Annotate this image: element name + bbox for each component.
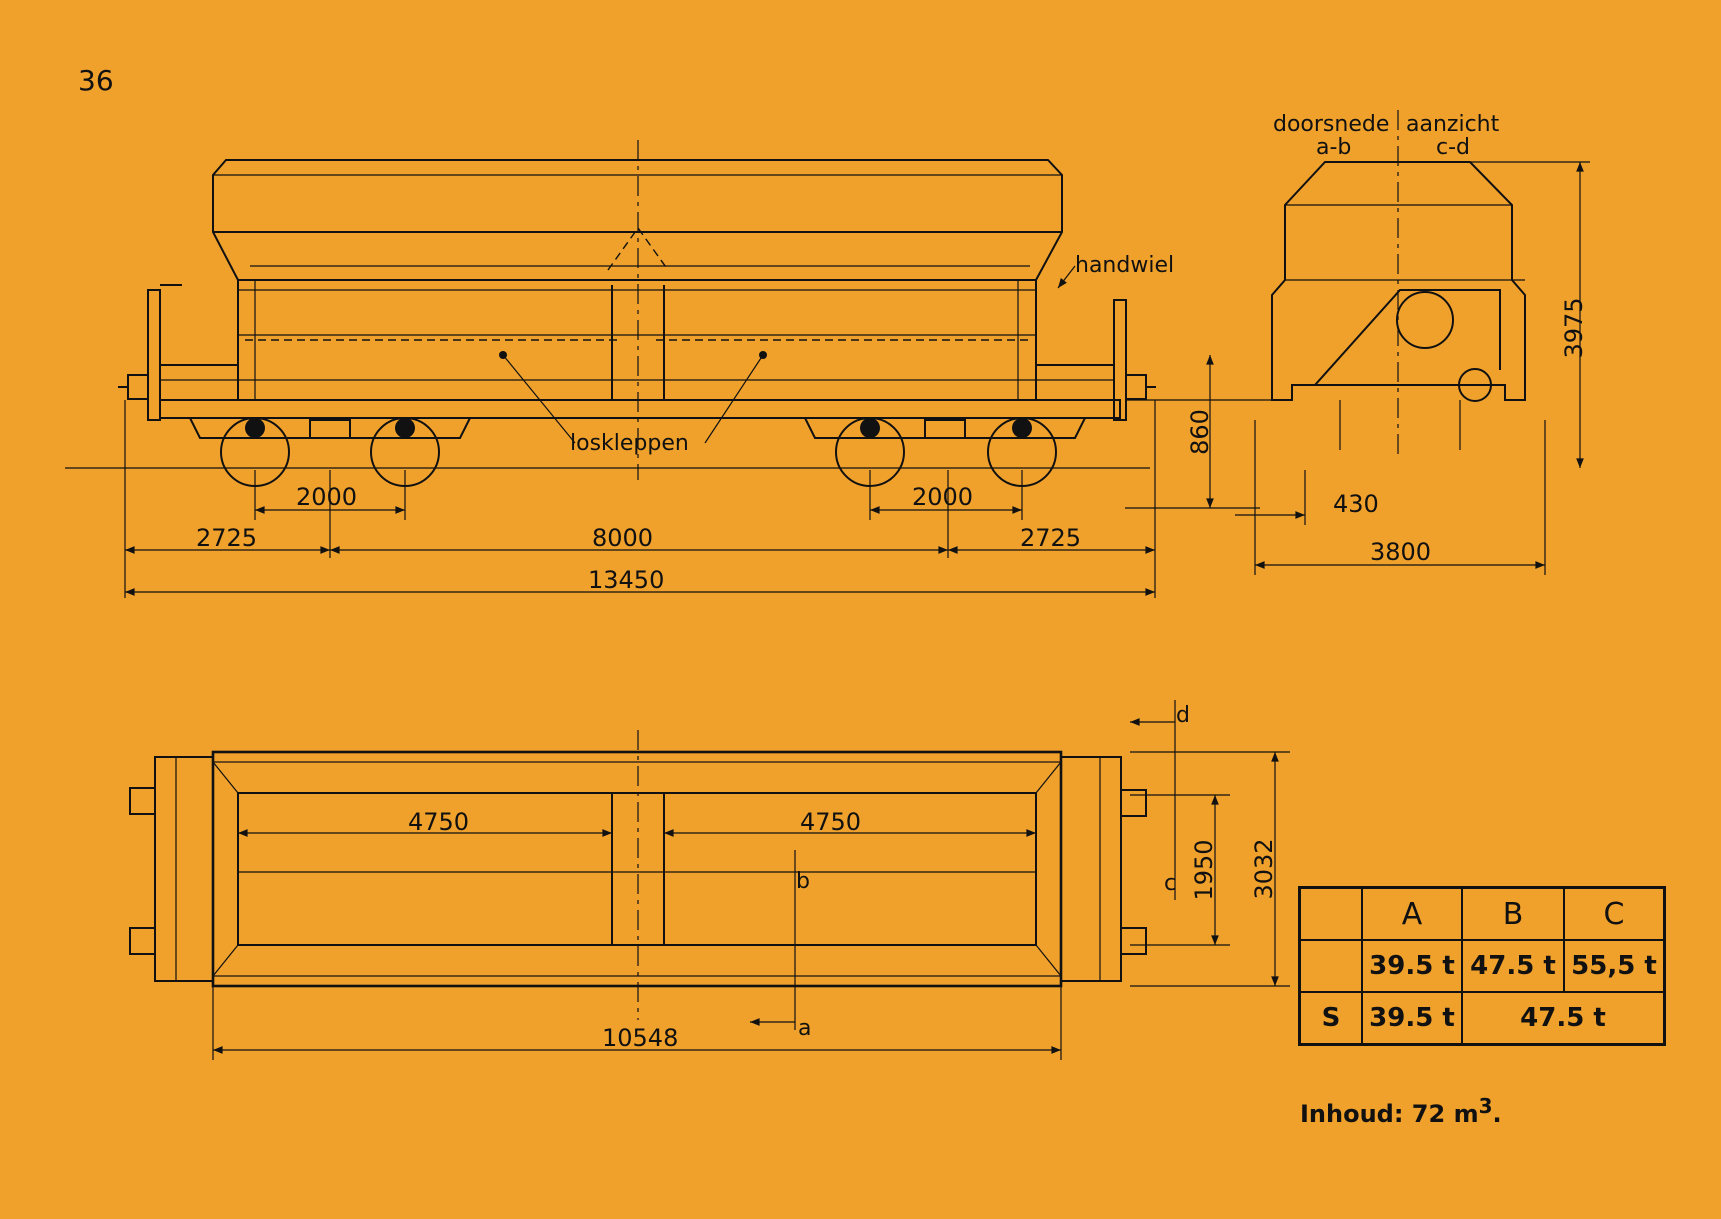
col-header-c: C [1563,886,1666,941]
plan-end-platform-left [154,756,214,982]
cell-c-1: 55,5 t [1563,939,1666,993]
side-extension-lines [124,400,1156,598]
cell-bc-2: 47.5 t [1461,991,1666,1046]
col-header-a: A [1361,886,1463,941]
doorsnede-label: doorsnede [1273,112,1389,137]
right-end [1035,299,1156,421]
capacity-note: Inhoud: 72 m3. [1300,1094,1502,1128]
col-header-b: B [1461,886,1565,941]
end-view: doorsnede a-b aanzicht c-d 3975 860 430 … [1125,110,1590,575]
handwheel [1396,291,1454,349]
dim-3975: 3975 [1560,297,1588,358]
aanzicht-label: aanzicht [1406,112,1500,137]
row-label-s: S [1298,991,1363,1046]
dim-10548: 10548 [602,1024,678,1052]
left-bogie [188,417,472,487]
cell-a-2: 39.5 t [1361,991,1463,1046]
loskleppen-label: loskleppen [570,431,689,456]
dim-3032: 3032 [1250,838,1278,899]
cell-b-1: 47.5 t [1461,939,1565,993]
side-elevation: handwiel loskleppen 2000 2000 2725 8000 … [65,140,1174,598]
load-limit-table: A B C 39.5 t 47.5 t 55,5 t S 39.5 t 47.5… [1298,886,1666,1046]
dim-860: 860 [1186,409,1214,455]
dim-4750-left: 4750 [408,808,469,836]
right-bogie [803,417,1087,487]
table-row: A B C [1299,886,1666,941]
dim-1950: 1950 [1190,839,1218,900]
capacity-period: . [1492,1100,1502,1128]
dim-8000: 8000 [592,524,653,552]
dim-13450: 13450 [588,566,664,594]
dim-430: 430 [1333,490,1379,518]
hopper-body [212,159,1063,401]
end-profile [1271,161,1526,401]
underframe [159,399,1121,419]
plan-body [211,750,1063,988]
table-row: S 39.5 t 47.5 t [1298,991,1666,1046]
buffer [127,374,149,400]
leader-line [1057,265,1076,289]
dim-2000-right: 2000 [912,483,973,511]
plan-view: a b c d 4750 4750 1950 3032 10548 [129,700,1290,1060]
dim-2725-left: 2725 [196,524,257,552]
aanzicht-sub-label: c-d [1436,135,1470,160]
mark-d: d [1176,703,1190,728]
page-number: 36 [78,64,114,97]
handwiel-label: handwiel [1075,253,1174,278]
leader-line [502,354,576,444]
doorsnede-sub-label: a-b [1316,135,1351,160]
table-row: 39.5 t 47.5 t 55,5 t [1299,939,1666,993]
dim-2000-left: 2000 [296,483,357,511]
buffer [1125,374,1147,400]
left-end [118,284,239,421]
cell-a-1: 39.5 t [1361,939,1463,993]
capacity-label: Inhoud: 72 m [1300,1100,1479,1128]
mark-b: b [796,869,810,894]
mark-a: a [798,1016,811,1041]
dim-2725-right: 2725 [1020,524,1081,552]
plan-end-platform-right [1060,756,1122,982]
mark-c: c [1164,871,1176,896]
capacity-superscript: 3 [1478,1094,1493,1118]
dim-3800: 3800 [1370,538,1431,566]
plan-hopper-opening [237,792,1037,946]
leader-line [704,354,764,444]
dim-4750-right: 4750 [800,808,861,836]
